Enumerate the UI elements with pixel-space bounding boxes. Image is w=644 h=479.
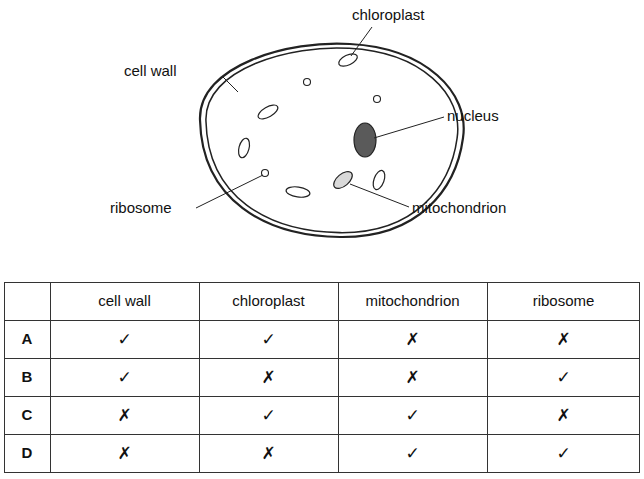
chloroplast-shape [371, 169, 387, 191]
row-letter: C [4, 396, 50, 434]
chloroplast-shape [237, 137, 252, 159]
leader-line [222, 76, 238, 92]
table-line [4, 434, 640, 435]
callout-label: cell wall [124, 62, 177, 80]
table-header: chloroplast [199, 282, 338, 320]
table-header: cell wall [50, 282, 199, 320]
table-mark: ✗ [487, 396, 640, 434]
table-line [487, 282, 488, 473]
table-mark: ✗ [338, 320, 487, 358]
table-mark: ✓ [338, 434, 487, 472]
table-line [4, 320, 640, 321]
table-header: ribosome [487, 282, 640, 320]
table-header: mitochondrion [338, 282, 487, 320]
chloroplast-shape [337, 51, 359, 69]
callout-label: mitochondrion [412, 199, 506, 217]
table-mark: ✗ [338, 358, 487, 396]
table-line [4, 396, 640, 397]
table-line [338, 282, 339, 473]
chloroplast-shape [285, 185, 310, 198]
table-line [199, 282, 200, 473]
table-mark: ✗ [50, 434, 199, 472]
table-mark: ✓ [338, 396, 487, 434]
callout-label: nucleus [447, 107, 499, 125]
table-line [4, 358, 640, 359]
organelle-dot [374, 96, 381, 103]
table-border [5, 283, 640, 473]
row-letter: B [4, 358, 50, 396]
nucleus-shape [354, 123, 376, 157]
leader-lines [196, 27, 444, 208]
table-mark: ✓ [487, 358, 640, 396]
table-mark: ✗ [199, 358, 338, 396]
organelle-dot [304, 79, 311, 86]
table-mark: ✗ [50, 396, 199, 434]
table-mark: ✓ [199, 396, 338, 434]
row-letter: D [4, 434, 50, 472]
leader-line [350, 184, 409, 207]
table-mark: ✓ [199, 320, 338, 358]
chloroplast-shape [256, 102, 280, 122]
leader-line [196, 175, 263, 208]
row-letter: A [4, 320, 50, 358]
callout-label: ribosome [110, 199, 172, 217]
table-grid [4, 282, 640, 473]
mitochondrion-shape [331, 168, 356, 191]
table-mark: ✓ [50, 320, 199, 358]
callout-label: chloroplast [352, 6, 425, 24]
table-mark: ✓ [487, 434, 640, 472]
table-mark: ✗ [487, 320, 640, 358]
table-line [50, 282, 51, 473]
table-mark: ✓ [50, 358, 199, 396]
leader-line [374, 117, 444, 138]
table-mark: ✗ [199, 434, 338, 472]
leader-line [351, 27, 372, 56]
